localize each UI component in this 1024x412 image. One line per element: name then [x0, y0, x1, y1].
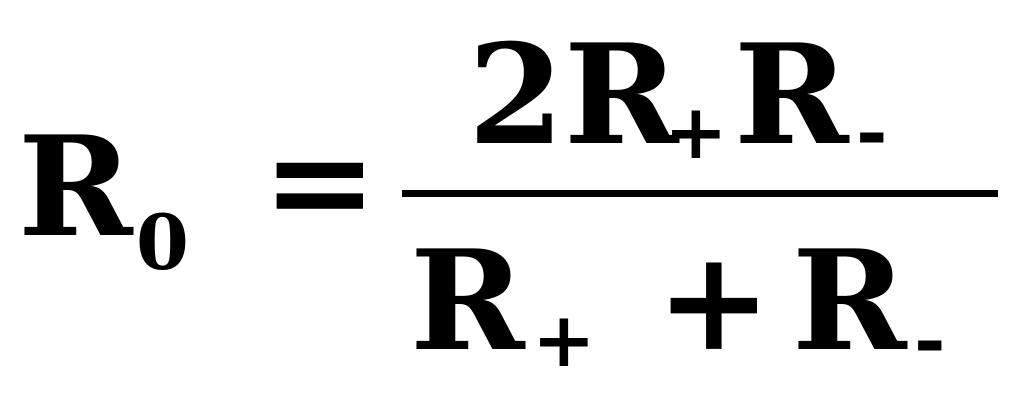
lhs-symbol: R	[18, 105, 133, 268]
denominator-sub-minus: -	[914, 295, 946, 384]
fraction-bar	[402, 190, 998, 197]
denominator-R2: R	[792, 219, 907, 382]
equals-sign: =	[262, 99, 378, 262]
numerator-2R: 2R	[468, 13, 679, 176]
denominator-R1: R	[410, 219, 525, 382]
numerator-sub-plus: +	[664, 87, 728, 176]
denominator-sub-plus: +	[532, 295, 596, 384]
numerator-sub-minus: -	[856, 87, 888, 176]
denominator-plus-operator: +	[656, 219, 772, 382]
lhs-subscript: 0	[136, 198, 189, 287]
numerator-R: R	[734, 13, 849, 176]
